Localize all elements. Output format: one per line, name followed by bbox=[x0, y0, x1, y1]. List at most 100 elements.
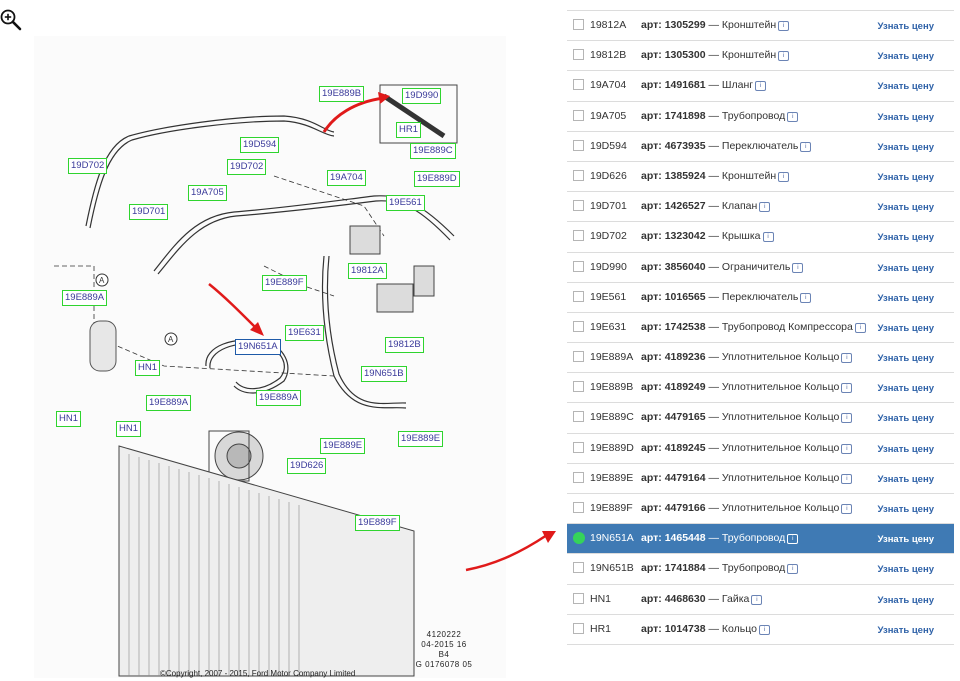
price-link[interactable]: Узнать цену bbox=[877, 141, 934, 153]
part-label[interactable]: 19E889A bbox=[146, 395, 192, 411]
price-link[interactable]: Узнать цену bbox=[877, 322, 934, 334]
row-checkbox[interactable] bbox=[573, 441, 584, 453]
info-icon[interactable]: i bbox=[762, 232, 774, 243]
row-checkbox[interactable] bbox=[573, 260, 584, 272]
part-label[interactable]: 19E631 bbox=[285, 325, 324, 341]
part-label[interactable]: 19A704 bbox=[327, 170, 366, 186]
price-link[interactable]: Узнать цену bbox=[877, 21, 934, 32]
row-checkbox[interactable] bbox=[573, 592, 584, 604]
info-icon[interactable]: i bbox=[792, 262, 804, 273]
part-label[interactable]: HR1 bbox=[396, 122, 422, 138]
part-label[interactable]: 19D626 bbox=[287, 458, 327, 474]
price-link[interactable]: Узнать цену bbox=[877, 534, 934, 546]
info-icon[interactable]: i bbox=[800, 141, 812, 152]
part-label[interactable]: 19812A bbox=[348, 263, 387, 279]
row-checkbox[interactable] bbox=[573, 471, 584, 483]
row-checkbox[interactable] bbox=[573, 562, 584, 574]
price-link[interactable]: Узнать цену bbox=[877, 504, 934, 515]
part-label[interactable]: 19E561 bbox=[386, 195, 425, 211]
price-link[interactable]: Узнать цену bbox=[877, 111, 934, 123]
info-icon[interactable]: i bbox=[841, 413, 853, 424]
part-label[interactable]: 19A705 bbox=[188, 185, 227, 201]
part-label[interactable]: 19E889B bbox=[319, 86, 365, 102]
part-label[interactable]: HN1 bbox=[135, 360, 161, 376]
price-link[interactable]: Узнать цену bbox=[877, 353, 934, 365]
parts-diagram[interactable]: A A 1 bbox=[34, 36, 506, 678]
selected-indicator[interactable] bbox=[573, 532, 585, 545]
row-checkbox[interactable] bbox=[573, 230, 584, 242]
part-label[interactable]: 19E889F bbox=[262, 275, 307, 291]
price-link[interactable]: Узнать цену bbox=[877, 81, 934, 93]
part-label[interactable]: 19E889F bbox=[355, 515, 400, 531]
part-label[interactable]: 19N651B bbox=[361, 366, 407, 382]
part-label[interactable]: 19D701 bbox=[129, 204, 169, 220]
price-link[interactable]: Узнать цену bbox=[877, 202, 934, 214]
part-label[interactable]: 19E889D bbox=[414, 171, 460, 187]
price-link[interactable]: Узнать цену bbox=[877, 624, 934, 636]
info-icon[interactable]: i bbox=[778, 51, 790, 62]
price-link[interactable]: Узнать цену bbox=[877, 443, 934, 455]
zoom-in-icon[interactable] bbox=[0, 9, 24, 33]
info-icon[interactable]: i bbox=[841, 443, 853, 454]
price-link[interactable]: Узнать цену bbox=[877, 51, 934, 63]
info-icon[interactable]: i bbox=[755, 81, 767, 92]
part-label[interactable]: 19812B bbox=[385, 337, 424, 353]
row-checkbox[interactable] bbox=[573, 351, 584, 363]
info-icon[interactable]: i bbox=[778, 171, 790, 182]
part-label[interactable]: 19E889A bbox=[256, 390, 302, 406]
part-label[interactable]: 19E889E bbox=[320, 438, 366, 454]
info-icon[interactable]: i bbox=[759, 202, 771, 213]
part-label[interactable]: 19D702 bbox=[68, 158, 108, 174]
part-label[interactable]: 19E889A bbox=[62, 290, 108, 306]
row-checkbox[interactable] bbox=[573, 49, 584, 61]
info-icon[interactable]: i bbox=[758, 624, 770, 635]
row-checkbox[interactable] bbox=[573, 139, 584, 151]
info-icon[interactable]: i bbox=[778, 21, 790, 31]
info-icon[interactable]: i bbox=[841, 504, 853, 514]
price-link[interactable]: Узнать цену bbox=[877, 292, 934, 304]
row-checkbox[interactable] bbox=[573, 79, 584, 91]
part-label[interactable]: 19E889C bbox=[410, 143, 456, 159]
part-label[interactable]: 19D702 bbox=[227, 159, 267, 175]
info-icon[interactable]: i bbox=[841, 353, 853, 364]
info-icon[interactable]: i bbox=[787, 564, 799, 575]
price-link[interactable]: Узнать цену bbox=[877, 171, 934, 183]
row-checkbox[interactable] bbox=[573, 622, 584, 634]
info-icon[interactable]: i bbox=[854, 322, 866, 333]
part-label[interactable]: HN1 bbox=[116, 421, 142, 437]
row-checkbox[interactable] bbox=[573, 411, 584, 423]
price-link[interactable]: Узнать цену bbox=[877, 262, 934, 274]
row-checkbox[interactable] bbox=[573, 502, 584, 513]
price-link[interactable]: Узнать цену bbox=[877, 473, 934, 485]
row-checkbox[interactable] bbox=[573, 109, 584, 121]
info-icon[interactable]: i bbox=[751, 594, 763, 605]
row-checkbox[interactable] bbox=[573, 19, 584, 30]
info-icon[interactable]: i bbox=[800, 292, 812, 303]
row-checkbox[interactable] bbox=[573, 290, 584, 302]
info-icon[interactable]: i bbox=[787, 111, 799, 122]
part-label[interactable]: HN1 bbox=[56, 411, 82, 427]
row-checkbox[interactable] bbox=[573, 381, 584, 393]
price-link[interactable]: Узнать цену bbox=[877, 594, 934, 606]
row-checkbox[interactable] bbox=[573, 320, 584, 332]
part-label[interactable]: 19D990 bbox=[402, 88, 442, 104]
